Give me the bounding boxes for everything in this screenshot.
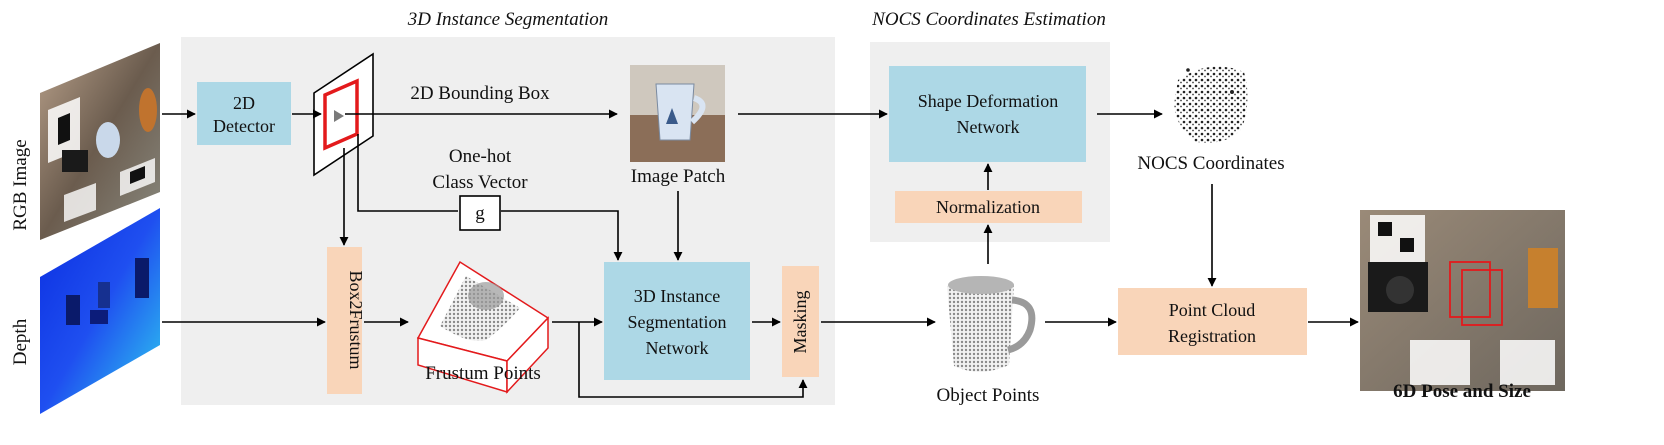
onehot-label-line2: Class Vector <box>432 172 528 193</box>
line-bbox-to-g <box>357 134 458 212</box>
arrow-g-to-seg <box>501 210 623 261</box>
output-image <box>1360 210 1565 391</box>
frustum-points <box>416 260 550 394</box>
point-cloud-reg-line2: Registration <box>1168 326 1256 346</box>
g-box <box>459 195 501 231</box>
instance-seg-line2: Segmentation <box>628 312 727 332</box>
output-label: 6D Pose and Size <box>1393 381 1531 402</box>
depth-image <box>40 208 160 414</box>
rgb-label: RGB Image <box>10 139 31 230</box>
g-box-label: g <box>475 203 485 224</box>
box2frustum-block <box>327 247 362 394</box>
shape-deform-line2: Network <box>957 117 1020 137</box>
masking-label: Masking <box>790 291 810 354</box>
nocs-point-cloud <box>1174 66 1248 143</box>
frustum-points-label: Frustum Points <box>425 363 541 384</box>
normalization-label: Normalization <box>936 197 1040 217</box>
arrow-frustum-bypass-to-masking <box>578 322 808 398</box>
shape-deform-line1: Shape Deformation <box>918 91 1058 111</box>
object-points <box>947 276 1036 372</box>
point-cloud-reg-block <box>1118 288 1307 355</box>
detector-block <box>197 82 291 145</box>
normalization-block <box>895 191 1082 223</box>
triangle-icon <box>334 110 344 122</box>
bbox-frame <box>313 52 374 177</box>
detector-label-line1: 2D <box>233 93 255 113</box>
depth-label: Depth <box>10 318 31 365</box>
instance-seg-line3: Network <box>646 338 709 358</box>
masking-block <box>782 266 819 377</box>
object-points-label: Object Points <box>937 385 1040 406</box>
rgb-image <box>40 43 160 240</box>
onehot-label-line1: One-hot <box>449 146 512 167</box>
nocs-coords-label: NOCS Coordinates <box>1137 153 1284 174</box>
instance-seg-block <box>604 262 750 380</box>
image-patch-label: Image Patch <box>631 166 726 187</box>
segmentation-title: 3D Instance Segmentation <box>407 9 609 30</box>
point-cloud-reg-line1: Point Cloud <box>1169 300 1256 320</box>
detector-label-line2: Detector <box>213 116 275 136</box>
nocs-title: NOCS Coordinates Estimation <box>871 9 1106 30</box>
instance-seg-line1: 3D Instance <box>634 286 720 306</box>
box2frustum-label: Box2Frustum <box>346 270 366 369</box>
bbox-label: 2D Bounding Box <box>410 83 550 104</box>
shape-deform-block <box>889 66 1086 162</box>
image-patch <box>630 65 725 162</box>
